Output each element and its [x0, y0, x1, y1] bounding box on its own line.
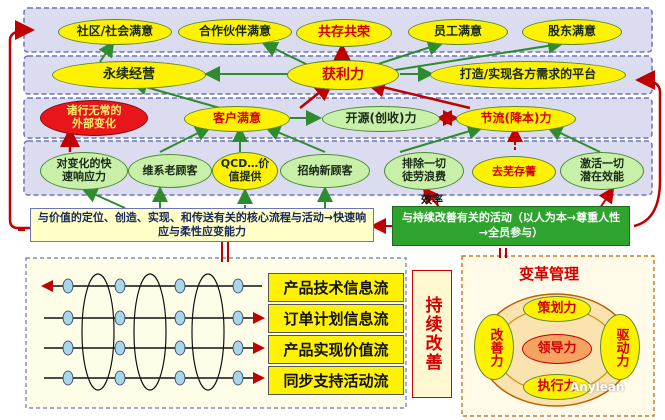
- oval-community-satisfaction: 社区/社会满意: [58, 19, 172, 45]
- oval-maintain-customers: 维系老顾客: [128, 154, 212, 188]
- oval-remove-excess: 去芜存菁: [472, 156, 556, 188]
- oval-qcd-value: QCD…价值提供: [212, 152, 278, 190]
- continuous-improvement-box: 与持续改善有关的活动（以人为本→尊重人性→全员参与）: [392, 206, 630, 246]
- oval-leadership: 领导力: [522, 334, 592, 364]
- oval-platform: 打造/实现各方需求的平台: [430, 61, 626, 89]
- oval-execution-power: 执行力: [523, 374, 591, 400]
- flow-sync-support: 同步支持活动流: [268, 366, 404, 395]
- change-management-title: 变革管理: [518, 264, 579, 283]
- oval-activate-potential: 激活一切潜在效能: [560, 152, 644, 190]
- efficiency-label: 效率: [421, 193, 443, 206]
- continuous-improvement-column: 持续改善: [412, 270, 452, 398]
- oval-planning-power: 策划力: [523, 296, 591, 322]
- oval-improvement-power: 改善力: [474, 314, 514, 380]
- oval-cost-reduction: 节流(降本)力: [456, 106, 576, 132]
- flow-product-value: 产品实现价值流: [268, 335, 404, 364]
- oval-external-change: 诸行无常的外部变化: [40, 100, 148, 136]
- oval-new-customers: 招纳新顾客: [280, 154, 370, 188]
- oval-revenue-power: 开源(创收)力: [322, 106, 440, 132]
- oval-profitability: 获利力: [287, 60, 399, 90]
- flow-order-plan-info: 订单计划信息流: [268, 304, 404, 333]
- oval-rapid-response: 对变化的快速响应力: [40, 152, 128, 190]
- oval-sustainable-operation: 永续经营: [52, 61, 206, 89]
- oval-customer-satisfaction: 客户满意: [184, 106, 290, 132]
- watermark-logo: Anylean: [570, 380, 625, 394]
- oval-shareholder-satisfaction: 股东满意: [522, 19, 622, 45]
- oval-coexistence: 共存共荣: [296, 19, 392, 47]
- oval-partner-satisfaction: 合作伙伴满意: [178, 19, 292, 45]
- oval-eliminate-waste: 排除一切徒劳浪费: [384, 152, 464, 190]
- oval-employee-satisfaction: 员工满意: [408, 19, 508, 45]
- flow-product-tech-info: 产品技术信息流: [268, 273, 404, 302]
- oval-driving-power: 驱动力: [600, 314, 640, 380]
- core-process-box: 与价值的定位、创造、实现、和传送有关的核心流程与活动→快速响应与柔性应变能力: [30, 208, 374, 242]
